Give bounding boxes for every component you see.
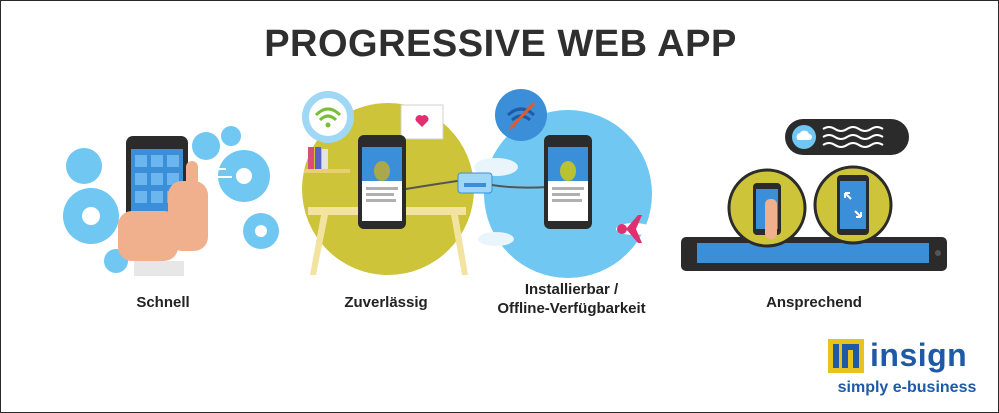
airplane-icon (616, 215, 652, 243)
feature-label-installable-line1: Installierbar / (524, 281, 619, 298)
feature-label-reliable: Zuverlässig (344, 294, 428, 311)
feature-label-responsive: Ansprechend (766, 294, 862, 311)
notification-bar-icon (785, 119, 909, 155)
connector-icon (457, 172, 493, 194)
touch-phone-icon (727, 168, 807, 248)
offline-illustration (457, 89, 652, 278)
reliable-illustration (302, 91, 474, 275)
tablet-bar-icon (681, 237, 947, 271)
logo-tagline: simply e-business (837, 379, 977, 396)
wifi-icon (302, 91, 354, 143)
company-logo: insign simply e-business (824, 337, 994, 407)
page-title: PROGRESSIVE WEB APP (264, 23, 737, 65)
shelf-icon (304, 147, 350, 173)
feature-label-fast: Schnell (136, 294, 190, 311)
logo-mark-icon (828, 339, 864, 373)
responsive-illustration (681, 119, 947, 271)
feature-label-installable: Installierbar / Offline-Verfügbarkeit (479, 280, 664, 318)
hand-icon (118, 161, 208, 276)
wifi-off-icon (495, 89, 547, 141)
expand-phone-icon (813, 165, 893, 245)
logo-wordmark: insign (870, 337, 968, 373)
phone-icon (544, 135, 592, 229)
phone-icon (358, 135, 406, 229)
feature-label-installable-line2: Offline-Verfügbarkeit (497, 300, 646, 317)
fast-illustration (63, 126, 279, 276)
heart-chat-icon (400, 104, 444, 140)
